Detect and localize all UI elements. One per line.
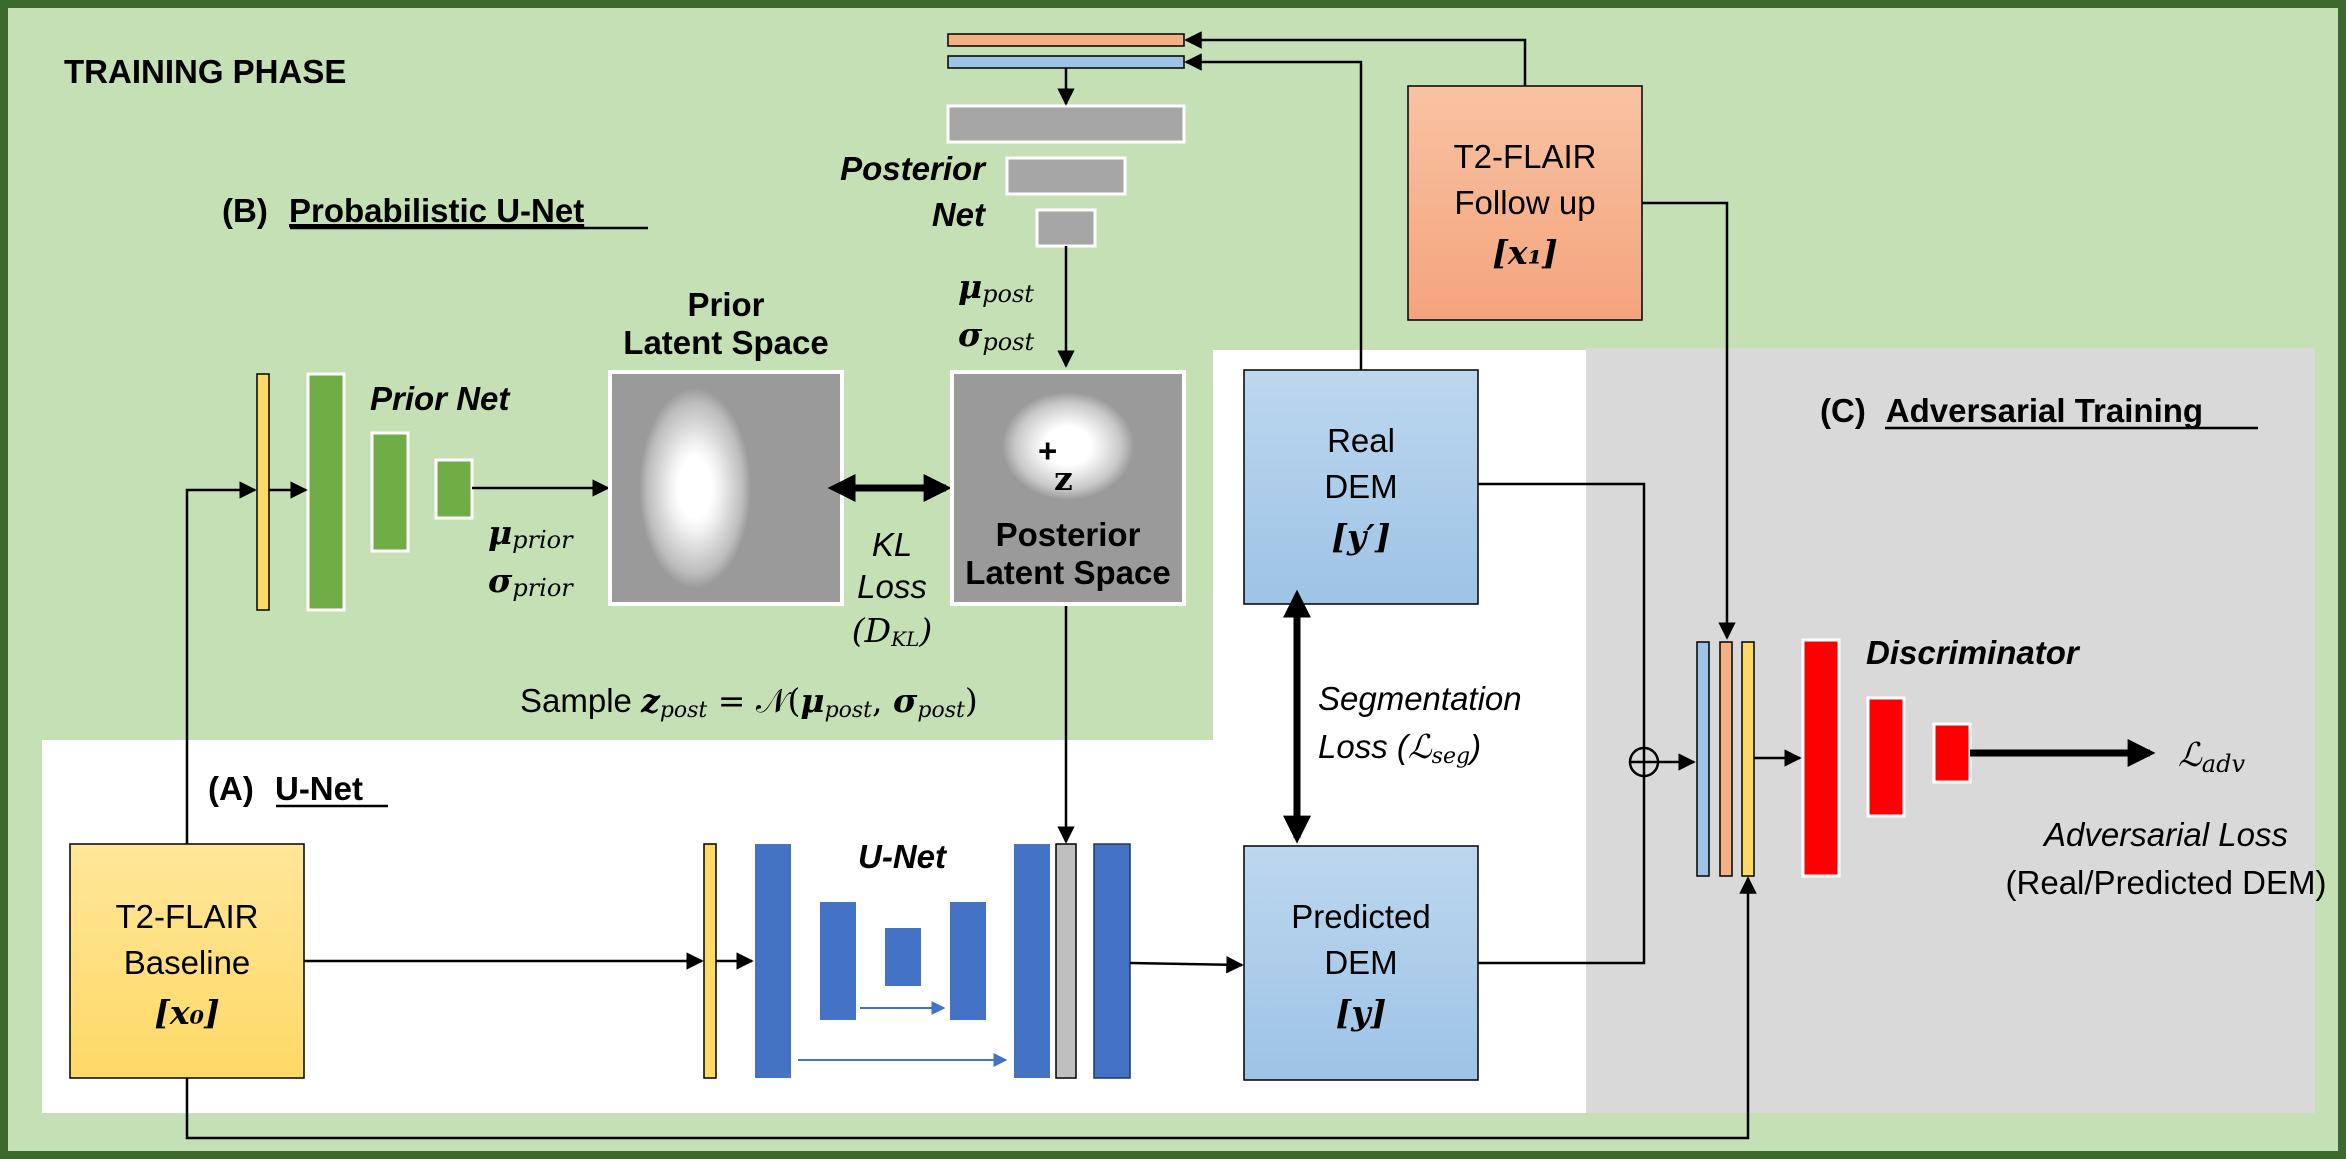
prior-layer-2 — [370, 431, 410, 553]
baseline-line2: Baseline — [124, 944, 251, 981]
latent-z-label: z — [1054, 459, 1073, 498]
post-latent-label-1: Posterior — [996, 516, 1141, 553]
latent-sample-marker: + — [1038, 432, 1057, 469]
prior-layer-1 — [306, 372, 346, 612]
baseline-line1: T2-FLAIR — [115, 898, 258, 935]
posterior-input-salmon — [947, 33, 1185, 47]
disc-layer-3 — [1932, 722, 1972, 784]
seg-loss-label-1: Segmentation — [1318, 680, 1522, 717]
followup-line2: Follow up — [1454, 184, 1595, 221]
real-dem-to-posterior-line — [1184, 53, 1363, 370]
real-dem-line1: Real — [1327, 422, 1395, 459]
unet-output-layer — [1093, 843, 1131, 1079]
posterior-net-label-1: Posterior — [840, 150, 987, 187]
unet-enc-1 — [755, 844, 791, 1078]
unet-prefix: (A) — [208, 770, 254, 807]
followup-math: [x₁] — [1492, 233, 1557, 272]
unet-dec-2 — [950, 902, 986, 1020]
unet-net-label: U-Net — [858, 838, 948, 875]
real-dem-box — [1243, 369, 1479, 605]
real-dem-to-concat-line — [1478, 482, 1646, 748]
adversarial-name: Adversarial Training — [1886, 392, 2203, 429]
followup-line1: T2-FLAIR — [1453, 138, 1596, 175]
pred-dem-box — [1243, 845, 1479, 1081]
kl-label-1: KL — [872, 526, 912, 563]
disc-layer-1 — [1801, 638, 1841, 878]
unet-region — [42, 350, 1586, 1113]
pred-dem-line2: DEM — [1324, 944, 1397, 981]
post-latent-label-2: Latent Space — [965, 554, 1170, 591]
adversarial-prefix: (C) — [1820, 392, 1866, 429]
prior-latent-blob — [639, 388, 751, 588]
adv-loss-label-2: (Real/Predicted DEM) — [2006, 864, 2327, 901]
disc-layer-2 — [1866, 696, 1906, 818]
unet-dec-1 — [1014, 844, 1050, 1078]
prob-unet-prefix: (B) — [222, 192, 268, 229]
posterior-net-label-2: Net — [932, 196, 987, 233]
kl-label-2: Loss — [857, 568, 927, 605]
baseline-to-discriminator-line — [185, 876, 1757, 1140]
disc-input-blue — [1696, 641, 1710, 877]
phase-title: TRAINING PHASE — [64, 53, 346, 90]
pred-dem-line1: Predicted — [1291, 898, 1430, 935]
adversarial-title: (C) Adversarial Training — [1820, 392, 2203, 429]
posterior-layer-3 — [1035, 208, 1097, 248]
adv-loss-label-1: Adversarial Loss — [2042, 816, 2288, 853]
prior-input-layer — [256, 373, 270, 611]
unet-input-layer — [703, 843, 717, 1079]
prob-unet-name: Probabilistic U-Net — [289, 192, 584, 229]
unet-concat-gray — [1055, 843, 1077, 1079]
prior-layer-3 — [434, 458, 474, 520]
real-dem-math: [y′] — [1331, 517, 1390, 556]
unet-to-pred-arrow — [1129, 955, 1244, 974]
posterior-latent-blob — [1002, 392, 1134, 500]
real-dem-line2: DEM — [1324, 468, 1397, 505]
disc-input-salmon — [1719, 641, 1733, 877]
baseline-math: [x₀] — [154, 993, 219, 1032]
unet-enc-2 — [820, 902, 856, 1020]
prior-net-label: Prior Net — [370, 380, 511, 417]
prob-unet-title: (B) Probabilistic U-Net — [222, 192, 584, 229]
prior-latent-label-2: Latent Space — [623, 324, 828, 361]
posterior-layer-2 — [1005, 156, 1127, 196]
baseline-to-prior-line — [185, 481, 257, 844]
discriminator-label: Discriminator — [1866, 634, 2081, 671]
posterior-layer-1 — [946, 104, 1186, 144]
posterior-input-blue — [947, 55, 1185, 69]
sample-equation: Sample zpost = 𝒩(μpost, σpost) — [520, 681, 978, 723]
unet-name: U-Net — [275, 770, 363, 807]
pred-dem-math: [y] — [1336, 993, 1386, 1032]
unet-title: (A) U-Net — [208, 770, 363, 807]
unet-bottleneck — [885, 928, 921, 986]
disc-input-yellow — [1741, 641, 1755, 877]
prior-latent-label-1: Prior — [687, 286, 764, 323]
followup-to-posterior-line — [1184, 31, 1527, 86]
pred-dem-to-concat-line — [1478, 776, 1646, 965]
followup-to-discriminator-line — [1642, 201, 1736, 640]
